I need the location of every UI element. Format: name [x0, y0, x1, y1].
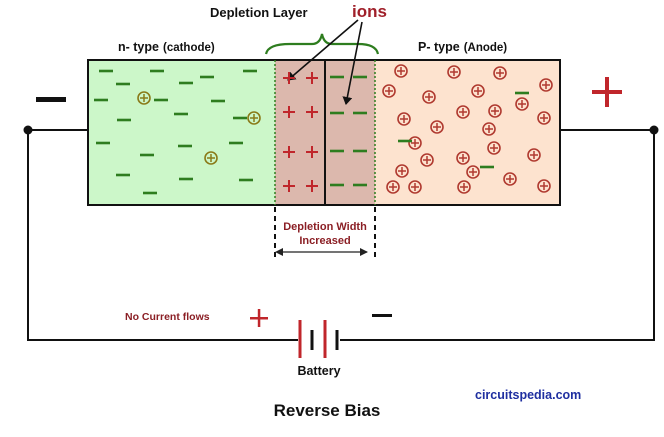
hole-carrier-icon [397, 112, 411, 126]
electron-dash-icon [154, 98, 168, 102]
hole-carrier-icon [382, 84, 396, 98]
positive-ion-icon [306, 146, 318, 158]
source-label: circuitspedia.com [475, 388, 581, 402]
electron-dash-icon [178, 144, 192, 148]
no-current-label: No Current flows [125, 311, 210, 323]
hole-carrier-icon [394, 64, 408, 78]
electron-dash-icon [99, 69, 113, 73]
hole-carrier-icon [482, 122, 496, 136]
positive-ion-icon [283, 72, 295, 84]
charge-carriers [94, 64, 553, 195]
ions-arrow [287, 19, 359, 81]
electron-dash-icon [116, 82, 130, 86]
battery-plus-sign [250, 309, 268, 327]
electron-dash-icon [174, 112, 188, 116]
electron-dash-icon [94, 98, 108, 102]
hole-carrier-icon [515, 97, 529, 111]
p-type-label: P- type(Anode) [418, 40, 507, 54]
hole-carrier-icon [408, 136, 422, 150]
negative-ion-icon [330, 183, 344, 187]
electron-dash-icon [200, 75, 214, 79]
hole-carrier-icon [537, 179, 551, 193]
hole-carrier-icon [204, 151, 218, 165]
hole-carrier-icon [430, 120, 444, 134]
electron-dash-icon [229, 141, 243, 145]
electron-dash-icon [116, 173, 130, 177]
negative-ion-icon [330, 149, 344, 153]
electron-dash-icon [143, 191, 157, 195]
hole-carrier-icon [539, 78, 553, 92]
hole-carrier-icon [420, 153, 434, 167]
hole-carrier-icon [493, 66, 507, 80]
hole-carrier-icon [537, 111, 551, 125]
hole-carrier-icon [408, 180, 422, 194]
negative-ion-icon [353, 183, 367, 187]
hole-carrier-icon [466, 165, 480, 179]
electron-dash-icon [179, 177, 193, 181]
caption-label: Reverse Bias [274, 401, 381, 420]
negative-ion-icon [353, 111, 367, 115]
terminal-dot [23, 125, 33, 135]
depletion-region-n-side [275, 60, 325, 205]
negative-ion-icon [330, 111, 344, 115]
depletion-width-label: Depletion Width [283, 221, 367, 233]
depletion-layer-label: Depletion Layer [210, 5, 308, 20]
electron-dash-icon [140, 153, 154, 157]
positive-ion-icon [306, 106, 318, 118]
terminal-dot [649, 125, 659, 135]
electron-dash-icon [398, 139, 412, 143]
electron-dash-icon [211, 99, 225, 103]
electron-dash-icon [150, 69, 164, 73]
hole-carrier-icon [527, 148, 541, 162]
depletion-brace [264, 33, 380, 55]
positive-ion-icon [306, 72, 318, 84]
width-arrow-left-head [275, 248, 283, 256]
electron-dash-icon [96, 141, 110, 145]
hole-carrier-icon [386, 180, 400, 194]
electron-dash-icon [233, 116, 247, 120]
positive-terminal-sign [592, 77, 622, 107]
hole-carrier-icon [503, 172, 517, 186]
positive-ion-icon [283, 106, 295, 118]
hole-carrier-icon [456, 105, 470, 119]
depletion-width-label-2: Increased [299, 235, 350, 247]
positive-ion-icon [283, 180, 295, 192]
electron-dash-icon [480, 165, 494, 169]
hole-carrier-icon [488, 104, 502, 118]
battery-label: Battery [297, 364, 340, 378]
battery-minus-sign [372, 314, 392, 317]
electron-dash-icon [515, 91, 529, 95]
positive-ion-icon [283, 146, 295, 158]
electron-dash-icon [239, 178, 253, 182]
negative-ion-icon [353, 149, 367, 153]
hole-carrier-icon [422, 90, 436, 104]
hole-carrier-icon [456, 151, 470, 165]
negative-terminal-sign [36, 97, 66, 102]
hole-carrier-icon [247, 111, 261, 125]
hole-carrier-icon [395, 164, 409, 178]
hole-carrier-icon [137, 91, 151, 105]
hole-carrier-icon [471, 84, 485, 98]
electron-dash-icon [117, 118, 131, 122]
hole-carrier-icon [457, 180, 471, 194]
hole-carrier-icon [447, 65, 461, 79]
negative-ion-icon [353, 75, 367, 79]
positive-ion-icon [306, 180, 318, 192]
circuit-wire [340, 129, 655, 341]
ions-label: ions [352, 2, 387, 21]
n-type-label: n- type(cathode) [118, 40, 215, 54]
negative-ion-icon [330, 75, 344, 79]
p-type-region [375, 60, 560, 205]
ions-arrow [342, 21, 363, 105]
battery-icon [298, 320, 339, 358]
electron-dash-icon [243, 69, 257, 73]
circuit-wire [27, 129, 298, 341]
hole-carrier-icon [487, 141, 501, 155]
electron-dash-icon [179, 81, 193, 85]
